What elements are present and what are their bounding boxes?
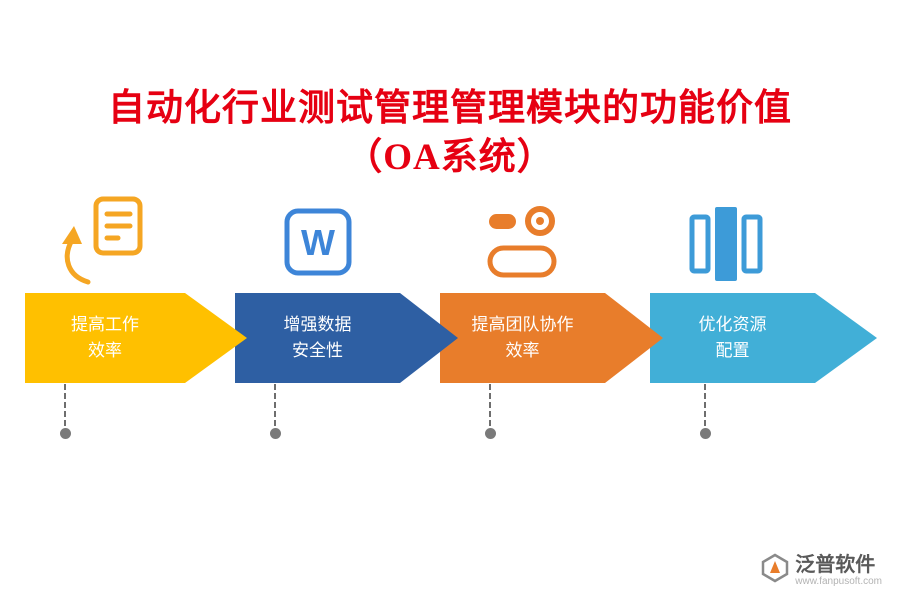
arrow-tip-3 [605, 293, 663, 383]
title-line2: （OA系统） [345, 137, 555, 178]
title-line1: 自动化行业测试管理管理模块的功能价值 [108, 88, 792, 129]
toggle-record-icon [487, 204, 558, 280]
step-box-security: 增强数据 安全性 [235, 293, 400, 383]
step-label: 效率 [88, 341, 122, 360]
arrow-tip-1 [185, 293, 247, 383]
arrow-tip-4 [815, 293, 877, 383]
connector-dot-2 [270, 428, 281, 439]
step-label: 配置 [715, 341, 750, 360]
step-label: 安全性 [292, 341, 343, 360]
dashed-connector-4 [704, 384, 706, 426]
columns-icon [688, 202, 763, 286]
word-letter: W [301, 222, 335, 263]
connector-dot-4 [700, 428, 711, 439]
step-label: 提高工作 [71, 315, 139, 334]
brand-name: 泛普软件 [795, 553, 876, 576]
dashed-connector-2 [274, 384, 276, 426]
step-box-teamwork: 提高团队协作 效率 [440, 293, 605, 383]
footer-text: 泛普软件 www.fanpusoft.com [795, 554, 882, 588]
brand-url: www.fanpusoft.com [795, 575, 882, 587]
page-title: 自动化行业测试管理管理模块的功能价值 （OA系统） [0, 84, 900, 182]
dashed-connector-3 [489, 384, 491, 426]
step-label: 效率 [505, 341, 540, 360]
arrow-tip-2 [400, 293, 458, 383]
step-box-efficiency: 提高工作 效率 [25, 293, 185, 383]
step-label: 优化资源 [698, 315, 767, 334]
step-box-resources: 优化资源 配置 [650, 293, 815, 383]
step-label: 提高团队协作 [471, 315, 574, 334]
brand-logo-icon [761, 553, 789, 588]
dashed-connector-1 [64, 384, 66, 426]
document-arrow-icon [56, 196, 148, 290]
word-w-icon: W [284, 208, 352, 276]
step-label: 增强数据 [283, 315, 352, 334]
connector-dot-1 [60, 428, 71, 439]
connector-dot-3 [485, 428, 496, 439]
footer-brand: 泛普软件 www.fanpusoft.com [761, 553, 882, 588]
